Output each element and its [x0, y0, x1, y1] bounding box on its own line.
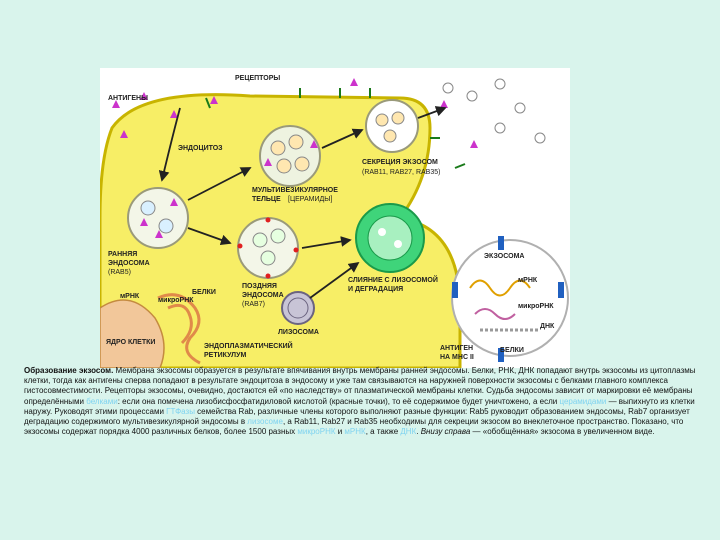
caption-text: .: [416, 427, 421, 437]
label-mvb-2: ТЕЛЬЦЕ: [252, 196, 281, 203]
er-shape: [157, 293, 201, 365]
caption-text: Мембрана экзосомы образуется в результат…: [24, 366, 696, 406]
label-nucleus: ЯДРО КЛЕТКИ: [106, 339, 155, 346]
label-exo-proteins: БЕЛКИ: [500, 347, 524, 354]
caption-title: Образование экзосом.: [24, 366, 114, 375]
label-exo-mrna: мРНК: [518, 277, 538, 284]
label-secretion-2: (RAB11, RAB27, RAB35): [362, 169, 440, 176]
label-mvb-1: МУЛЬТИВЕЗИКУЛЯРНОЕ: [252, 187, 338, 194]
antigen-markers: [112, 78, 478, 148]
receptor-markers: [205, 88, 466, 169]
late-endosome: [237, 217, 299, 279]
link-gtpases[interactable]: ГТФазы: [166, 406, 195, 416]
exosome-enlarged: [451, 236, 569, 362]
diagram-svg: РЕЦЕПТОРЫ АНТИГЕНЫ ЭНДОЦИТОЗ СЕКРЕЦИЯ ЭК…: [100, 68, 570, 368]
caption-text: , а также: [365, 427, 401, 437]
label-endocytosis: ЭНДОЦИТОЗ: [178, 145, 223, 152]
caption-text: — выпихнуто из клетки наружу. Руководят …: [24, 396, 695, 416]
caption-text: — «обобщённая» экзосома в увеличенном ви…: [470, 427, 655, 437]
label-antigens: АНТИГЕНЫ: [108, 95, 148, 102]
label-fusion-2: И ДЕГРАДАЦИЯ: [348, 286, 403, 293]
nucleus-shape: [100, 299, 165, 368]
label-exo-dna: ДНК: [540, 323, 555, 330]
label-secretion-1: СЕКРЕЦИЯ ЭКЗОСОМ: [362, 159, 438, 166]
fusion-vesicle: [355, 203, 425, 273]
caption-emphasis: Внизу справа: [420, 427, 471, 437]
label-early-3: (RAB5): [108, 269, 131, 276]
label-mhc-2: НА МНС II: [440, 354, 474, 361]
exosome-diagram: РЕЦЕПТОРЫ АНТИГЕНЫ ЭНДОЦИТОЗ СЕКРЕЦИЯ ЭК…: [100, 68, 570, 368]
multivesicular-body: [259, 125, 321, 187]
secretion-vesicle: [365, 99, 419, 153]
link-lysosome[interactable]: лизосоме: [247, 417, 283, 427]
label-late-2: ЭНДОСОМА: [242, 292, 284, 299]
label-mvb-3: [ЦЕРАМИДЫ]: [288, 196, 332, 203]
caption-text: : если она помечена лизобисфосфатидилово…: [117, 396, 560, 406]
label-exo-microrna: микроРНК: [518, 303, 554, 310]
label-exosome: ЭКЗОСОМА: [484, 253, 524, 260]
link-proteins[interactable]: белками: [86, 396, 118, 406]
lysosome-shape: [281, 291, 315, 325]
link-microrna[interactable]: микроРНК: [297, 427, 336, 437]
label-early-1: РАННЯЯ: [108, 251, 137, 258]
label-lysosome: ЛИЗОСОМА: [278, 329, 319, 336]
released-exosomes: [442, 78, 546, 144]
link-dna[interactable]: ДНК: [400, 427, 417, 437]
label-late-3: (RAB7): [242, 301, 265, 308]
caption-text: и: [335, 427, 345, 437]
label-er-1: ЭНДОПЛАЗМАТИЧЕСКИЙ: [204, 341, 293, 350]
caption-text: , а Rab11, Rab27 и Rab35 необходимы для …: [24, 417, 684, 437]
caption-text: семейства Rab, различные члены которого …: [24, 406, 690, 427]
figure-caption: Образование экзосом. Мембрана экзосомы о…: [24, 366, 704, 437]
early-endosome: [127, 187, 189, 249]
label-proteins: БЕЛКИ: [192, 289, 216, 296]
label-mhc-1: АНТИГЕН: [440, 345, 473, 352]
process-arrows: [158, 106, 447, 299]
label-early-2: ЭНДОСОМА: [108, 260, 150, 267]
label-mrna: мРНК: [120, 293, 140, 300]
label-late-1: ПОЗДНЯЯ: [242, 283, 277, 290]
label-microrna: микроРНК: [158, 297, 194, 304]
label-receptors: РЕЦЕПТОРЫ: [235, 75, 280, 82]
link-mrna[interactable]: мРНК: [344, 427, 366, 437]
link-ceramides[interactable]: церамидами: [559, 396, 607, 406]
label-er-2: РЕТИКУЛУМ: [204, 352, 246, 359]
label-fusion-1: СЛИЯНИЕ С ЛИЗОСОМОЙ: [348, 275, 438, 284]
